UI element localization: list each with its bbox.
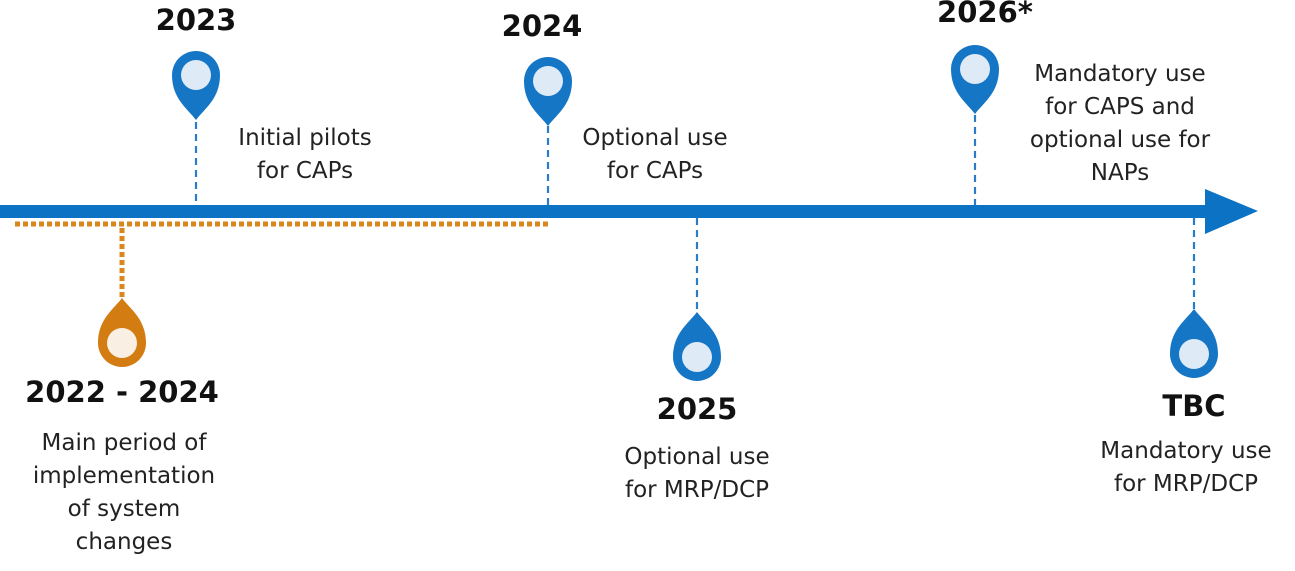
description-line: for MRP/DCP [624,477,770,503]
description-line: Initial pilots [238,125,372,151]
map-pin-icon [951,45,999,114]
milestone-description-2026: Mandatory use for CAPS and optional use … [1030,58,1210,190]
timeline-axis [0,205,1212,218]
map-pin-icon [673,312,721,381]
milestone-year-2026: 2026* [937,0,1033,29]
milestone-year-tbc: TBC [1162,389,1226,423]
description-line: Mandatory use [1034,61,1206,87]
milestone-year-2025: 2025 [656,392,738,426]
description-line: Optional use [624,444,770,470]
milestone-description-2025: Optional use for MRP/DCP [624,441,769,507]
description-line: Mandatory use [1100,438,1272,464]
description-line: Optional use [582,125,728,151]
milestone-year-2022-2024: 2022 - 2024 [25,375,219,409]
map-pin-icon [524,57,572,126]
description-line: for MRP/DCP [1113,471,1259,497]
description-line: changes [75,529,173,555]
description-line: for CAPS and [1045,94,1195,120]
description-line: NAPs [1090,160,1150,186]
map-pin-icon [98,298,146,367]
description-line: implementation [32,463,216,489]
milestone-year-2024: 2024 [501,9,583,43]
description-line: Main period of [41,430,207,456]
description-line: of system [67,496,181,522]
description-line: for CAPs [256,158,354,184]
arrow-head-icon [1205,189,1258,234]
milestone-description-2023: Initial pilots for CAPs [238,122,371,188]
description-line: optional use for [1029,127,1211,153]
milestone-description-tbc: Mandatory use for MRP/DCP [1100,435,1271,501]
milestone-description-2024: Optional use for CAPs [582,122,727,188]
map-pin-icon [172,51,220,120]
description-line: for CAPs [606,158,704,184]
map-pin-icon [1170,309,1218,378]
milestone-year-2023: 2023 [155,3,237,37]
milestone-description-2022-2024: Main period of implementation of system … [33,427,215,559]
